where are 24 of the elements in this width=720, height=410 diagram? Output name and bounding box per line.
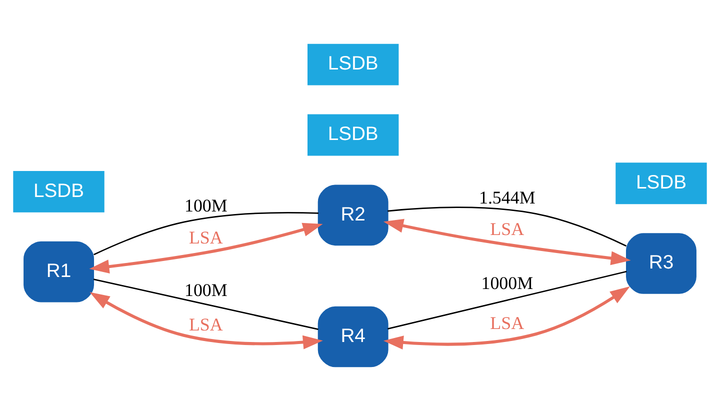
arrow bbox=[383, 218, 631, 265]
edge-label: LSA bbox=[188, 226, 223, 247]
node-box: LSDB bbox=[616, 162, 707, 204]
node-box: R2 bbox=[318, 184, 388, 246]
connector bbox=[93, 278, 318, 330]
node-box: R1 bbox=[24, 240, 94, 302]
node-box: LSDB bbox=[13, 170, 104, 212]
connector bbox=[388, 270, 627, 329]
edge-label: LSA bbox=[188, 314, 223, 334]
connector bbox=[94, 212, 318, 255]
edge-label: LSA bbox=[490, 312, 524, 333]
arrow bbox=[90, 292, 323, 349]
edge-label: 1000M bbox=[481, 272, 534, 292]
edge-label: 100M bbox=[184, 195, 228, 216]
arrow bbox=[383, 286, 630, 349]
edge-label: 1.544M bbox=[478, 186, 536, 207]
connector bbox=[388, 206, 627, 246]
edge-label: LSA bbox=[490, 218, 524, 239]
edge-label: 100M bbox=[184, 279, 228, 300]
node-box: R4 bbox=[318, 306, 388, 367]
node-box: LSDB bbox=[308, 114, 399, 156]
node-box: R3 bbox=[626, 232, 696, 294]
node-box: LSDB bbox=[308, 43, 399, 85]
arrow bbox=[89, 222, 323, 274]
